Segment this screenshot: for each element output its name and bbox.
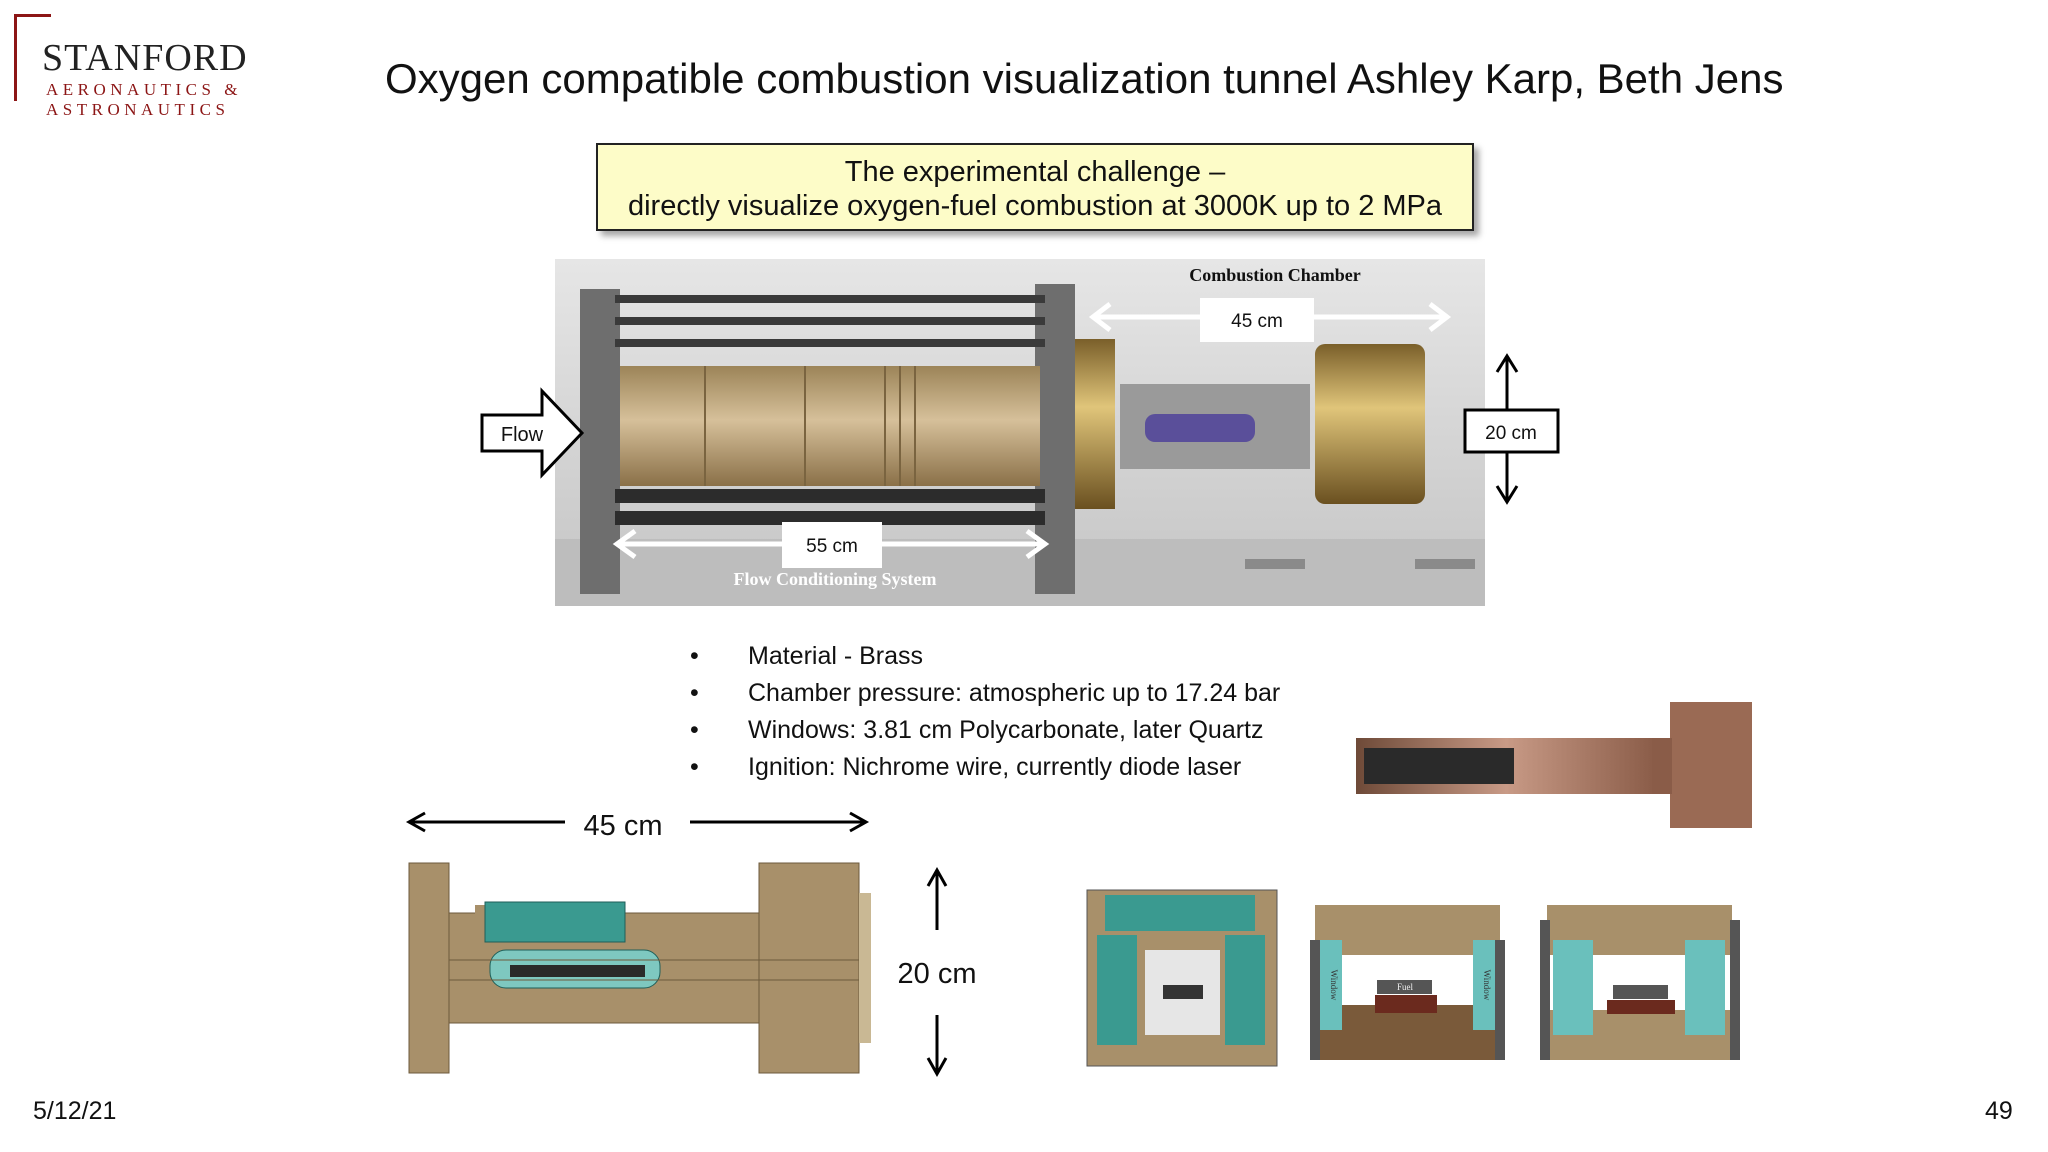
chamber-length-label: 45 cm: [1231, 311, 1283, 332]
stanford-logo-sub1: AERONAUTICS &: [46, 80, 242, 99]
challenge-box: The experimental challenge – directly vi…: [596, 143, 1474, 231]
cad-length-label: 45 cm: [584, 810, 663, 842]
cad-height-label: 20 cm: [898, 958, 977, 990]
slide-title: Oxygen compatible combustion visualizati…: [385, 55, 1784, 102]
list-item: •Chamber pressure: atmospheric up to 17.…: [690, 679, 1281, 707]
window-label-left: Window: [1329, 970, 1339, 1001]
height-arrow-photo: 20 cm: [1463, 353, 1560, 505]
feature-list: •Material - Brass •Chamber pressure: atm…: [690, 638, 1280, 786]
window-right: [1473, 940, 1495, 1030]
stanford-logo-bracket: [14, 14, 51, 101]
challenge-line-1: The experimental challenge –: [844, 156, 1226, 188]
window-label-right: Window: [1482, 970, 1492, 1001]
stanford-logo-sub2: ASTRONAUTICS: [46, 100, 230, 119]
page-number: 49: [1985, 1097, 2013, 1125]
list-item: •Ignition: Nichrome wire, currently diod…: [690, 753, 1242, 781]
list-item: •Material - Brass: [690, 642, 924, 670]
fuel-label: Fuel: [1397, 982, 1414, 992]
photo-height-label: 20 cm: [1485, 423, 1537, 444]
footer-date: 5/12/21: [33, 1097, 117, 1125]
cad-cross-sections: Window Window Fuel: [1086, 889, 1740, 1067]
cad-side-view: 45 cm 20 cm: [405, 810, 977, 1078]
conditioning-length-label: 55 cm: [806, 536, 858, 557]
challenge-line-2: directly visualize oxygen-fuel combustio…: [627, 190, 1443, 222]
flow-arrow: Flow: [480, 387, 585, 479]
fuel-holder-photo: [1356, 702, 1752, 828]
window-left: [1320, 940, 1342, 1030]
apparatus-photo: Combustion Chamber 45 cm 55 cm Flow Cond…: [555, 259, 1485, 606]
combustion-chamber-label: Combustion Chamber: [1189, 265, 1361, 285]
stanford-logo: STANFORD: [42, 37, 248, 79]
flow-conditioning-label: Flow Conditioning System: [733, 569, 936, 589]
apparatus-illustration: Combustion Chamber 45 cm 55 cm Flow Cond…: [555, 259, 1485, 606]
list-item: •Windows: 3.81 cm Polycarbonate, later Q…: [690, 716, 1264, 744]
flow-label: Flow: [501, 424, 544, 446]
